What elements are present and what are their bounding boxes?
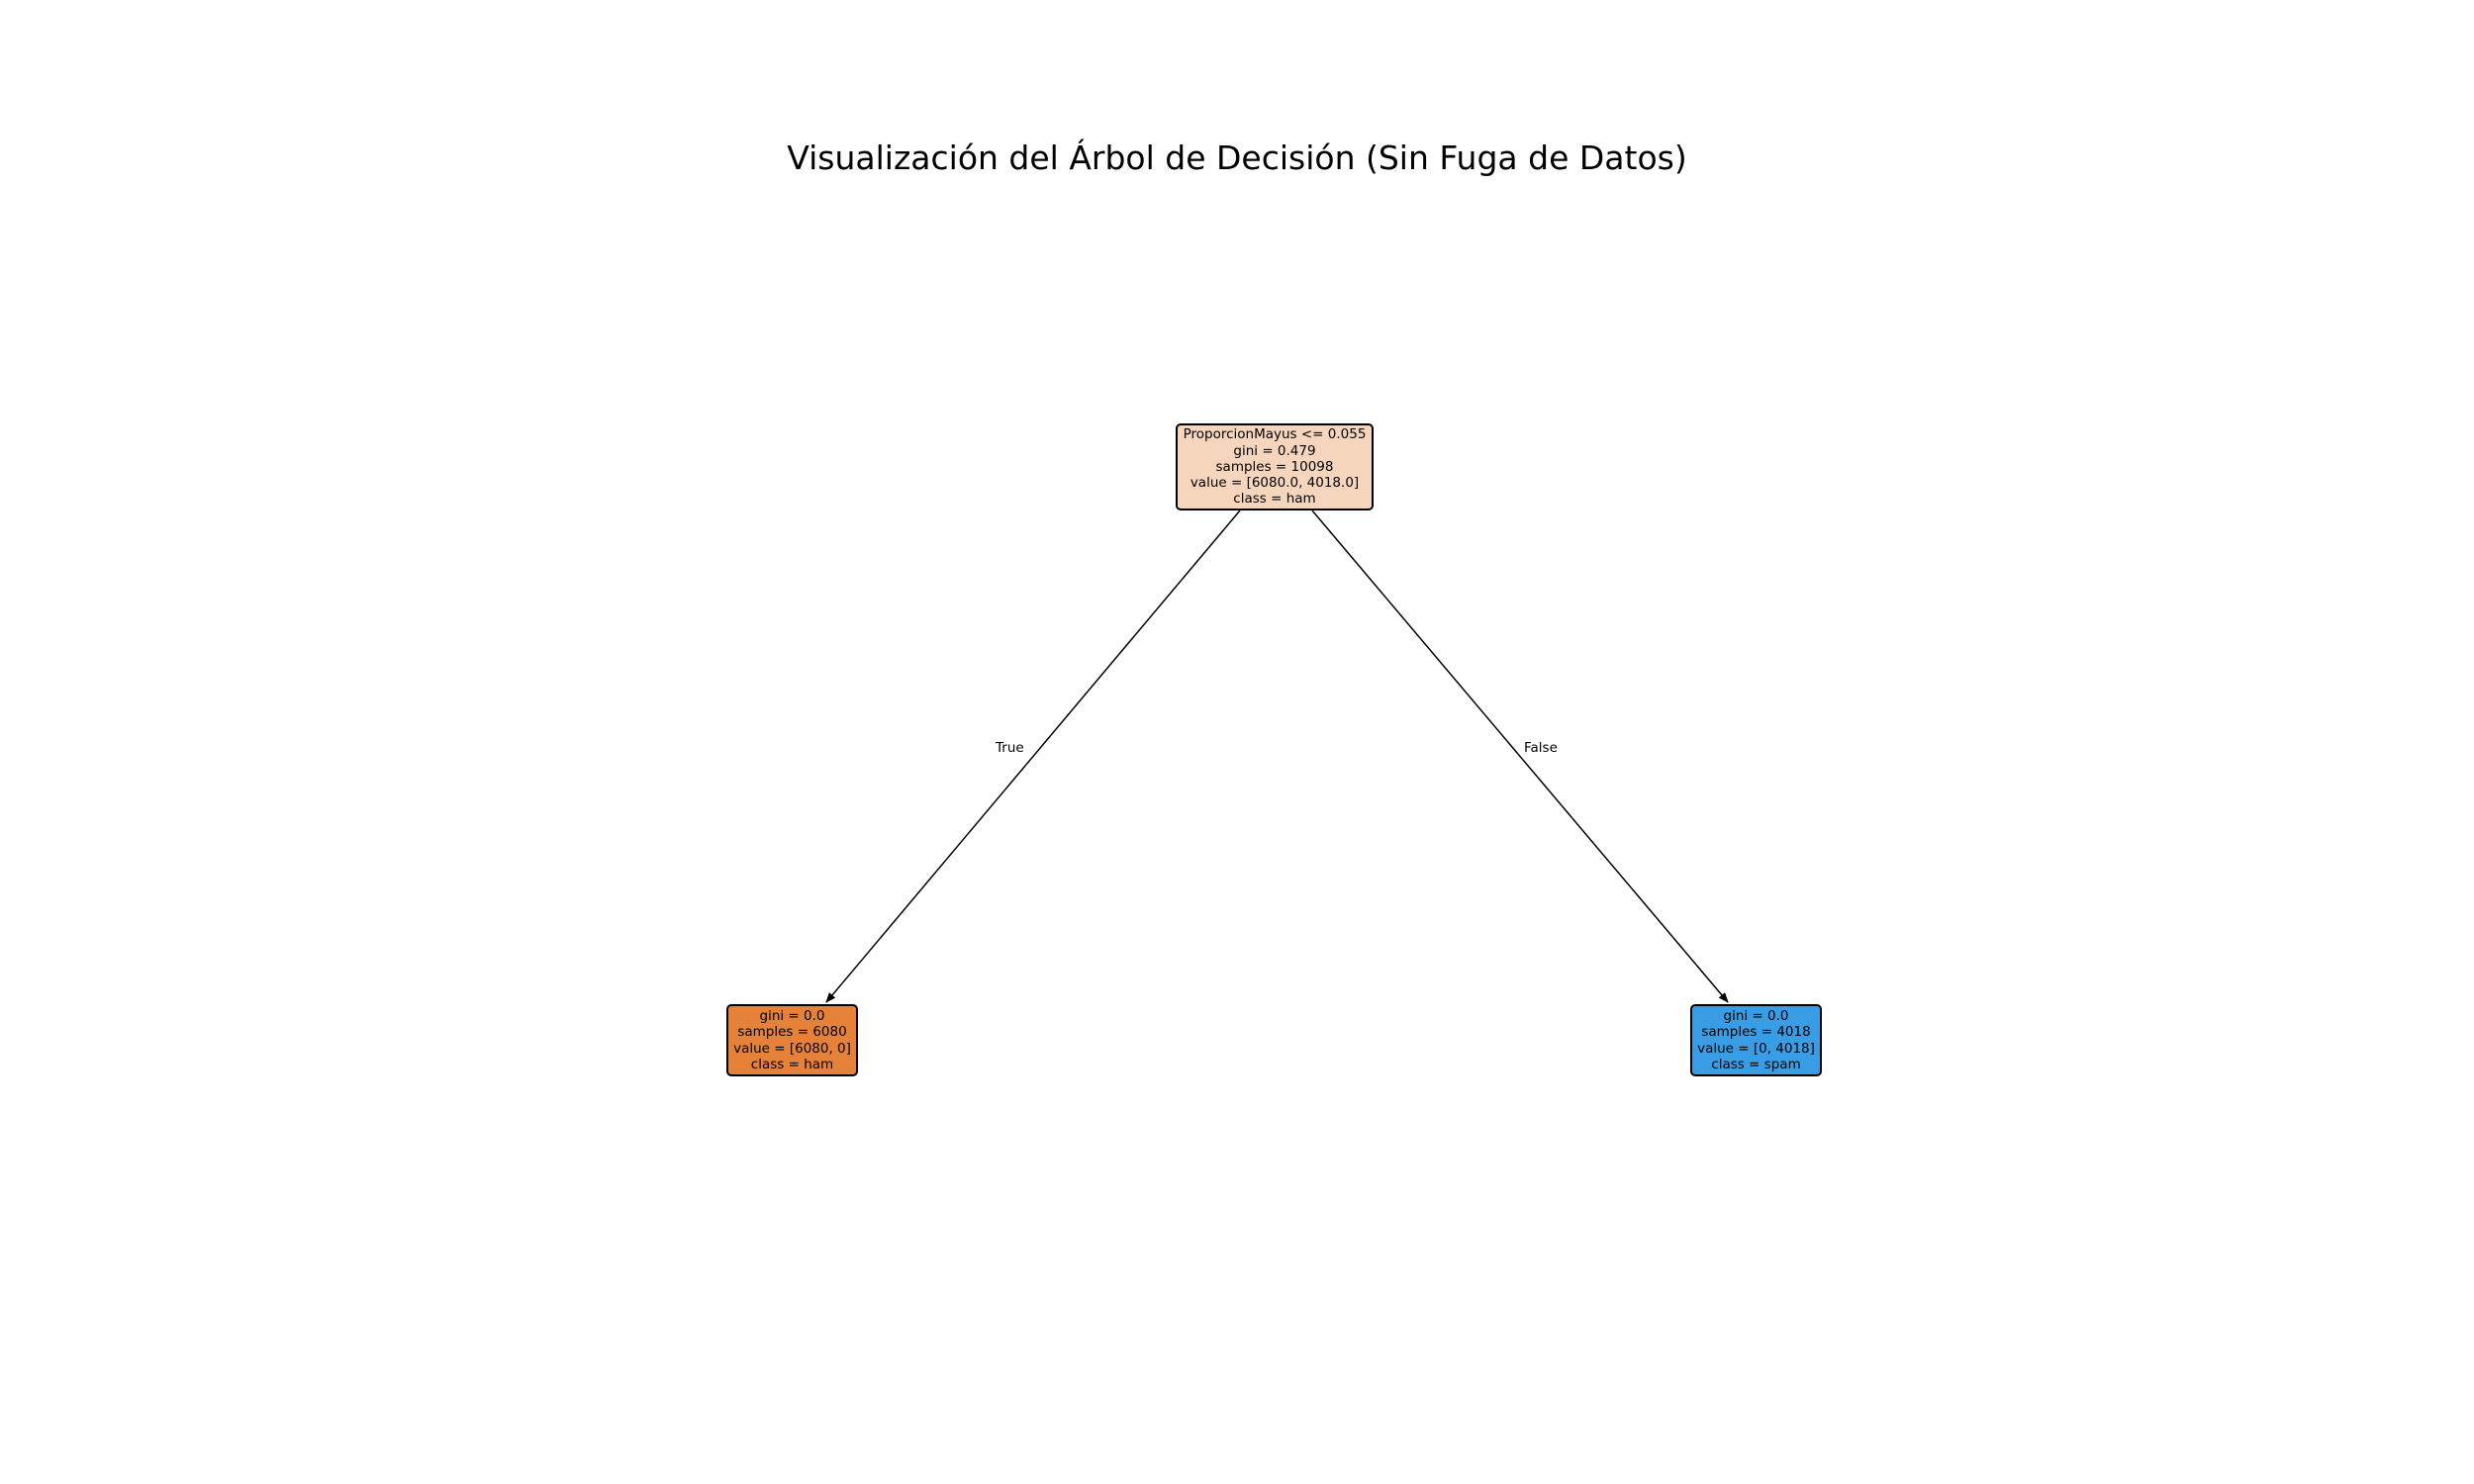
- node-gini: gini = 0.0: [1723, 1008, 1789, 1025]
- tree-node-root: ProporcionMayus <= 0.055 gini = 0.479 sa…: [1176, 423, 1374, 510]
- node-samples: samples = 10098: [1215, 458, 1334, 475]
- figure-title: Visualización del Árbol de Decisión (Sin…: [787, 139, 1687, 177]
- node-gini: gini = 0.479: [1233, 442, 1316, 459]
- node-samples: samples = 4018: [1701, 1024, 1811, 1041]
- edge-root-right: [1311, 510, 1729, 1003]
- node-class: class = ham: [1233, 491, 1316, 508]
- node-value: value = [6080, 0]: [733, 1040, 851, 1057]
- edge-label-false: False: [1524, 740, 1558, 756]
- tree-node-left-leaf: gini = 0.0 samples = 6080 value = [6080,…: [726, 1004, 858, 1076]
- edge-label-true: True: [996, 740, 1024, 756]
- node-split-rule: ProporcionMayus <= 0.055: [1183, 426, 1367, 443]
- node-value: value = [6080.0, 4018.0]: [1189, 475, 1360, 492]
- node-value: value = [0, 4018]: [1697, 1040, 1815, 1057]
- node-class: class = spam: [1711, 1056, 1801, 1072]
- tree-node-right-leaf: gini = 0.0 samples = 4018 value = [0, 40…: [1690, 1004, 1822, 1076]
- node-gini: gini = 0.0: [759, 1008, 825, 1025]
- edge-root-left: [825, 510, 1241, 1003]
- node-samples: samples = 6080: [737, 1024, 847, 1041]
- node-class: class = ham: [750, 1056, 834, 1072]
